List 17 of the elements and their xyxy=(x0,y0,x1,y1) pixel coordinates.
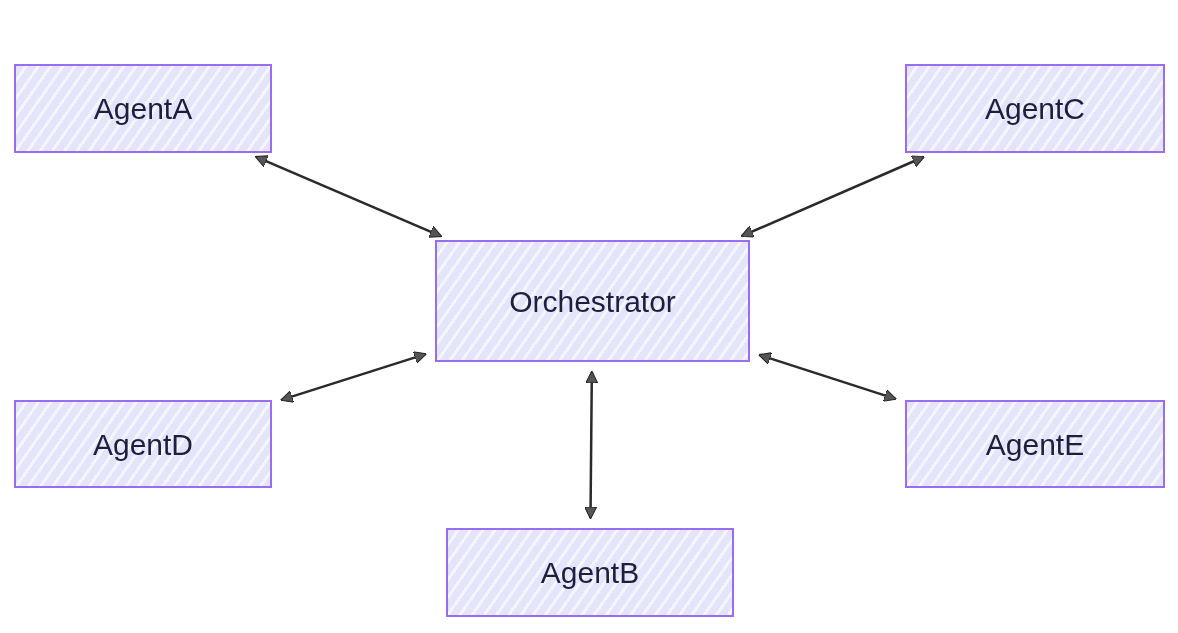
agent-box xyxy=(14,400,272,488)
node-label: Orchestrator xyxy=(509,283,676,320)
node-label: AgentA xyxy=(93,91,193,127)
agent-box xyxy=(14,64,272,153)
agent-box xyxy=(905,400,1165,488)
agent-box xyxy=(435,240,750,362)
node-label: AgentD xyxy=(92,426,194,463)
double-arrow xyxy=(758,352,897,402)
node-label: AgentC xyxy=(984,91,1086,127)
double-arrow xyxy=(254,155,443,238)
agent-box xyxy=(446,528,734,617)
double-arrow xyxy=(280,351,427,403)
double-arrow xyxy=(584,370,599,520)
node-label: AgentB xyxy=(540,555,640,591)
agent-box xyxy=(905,64,1165,153)
node-label: AgentE xyxy=(985,426,1085,463)
double-arrow xyxy=(740,155,925,238)
